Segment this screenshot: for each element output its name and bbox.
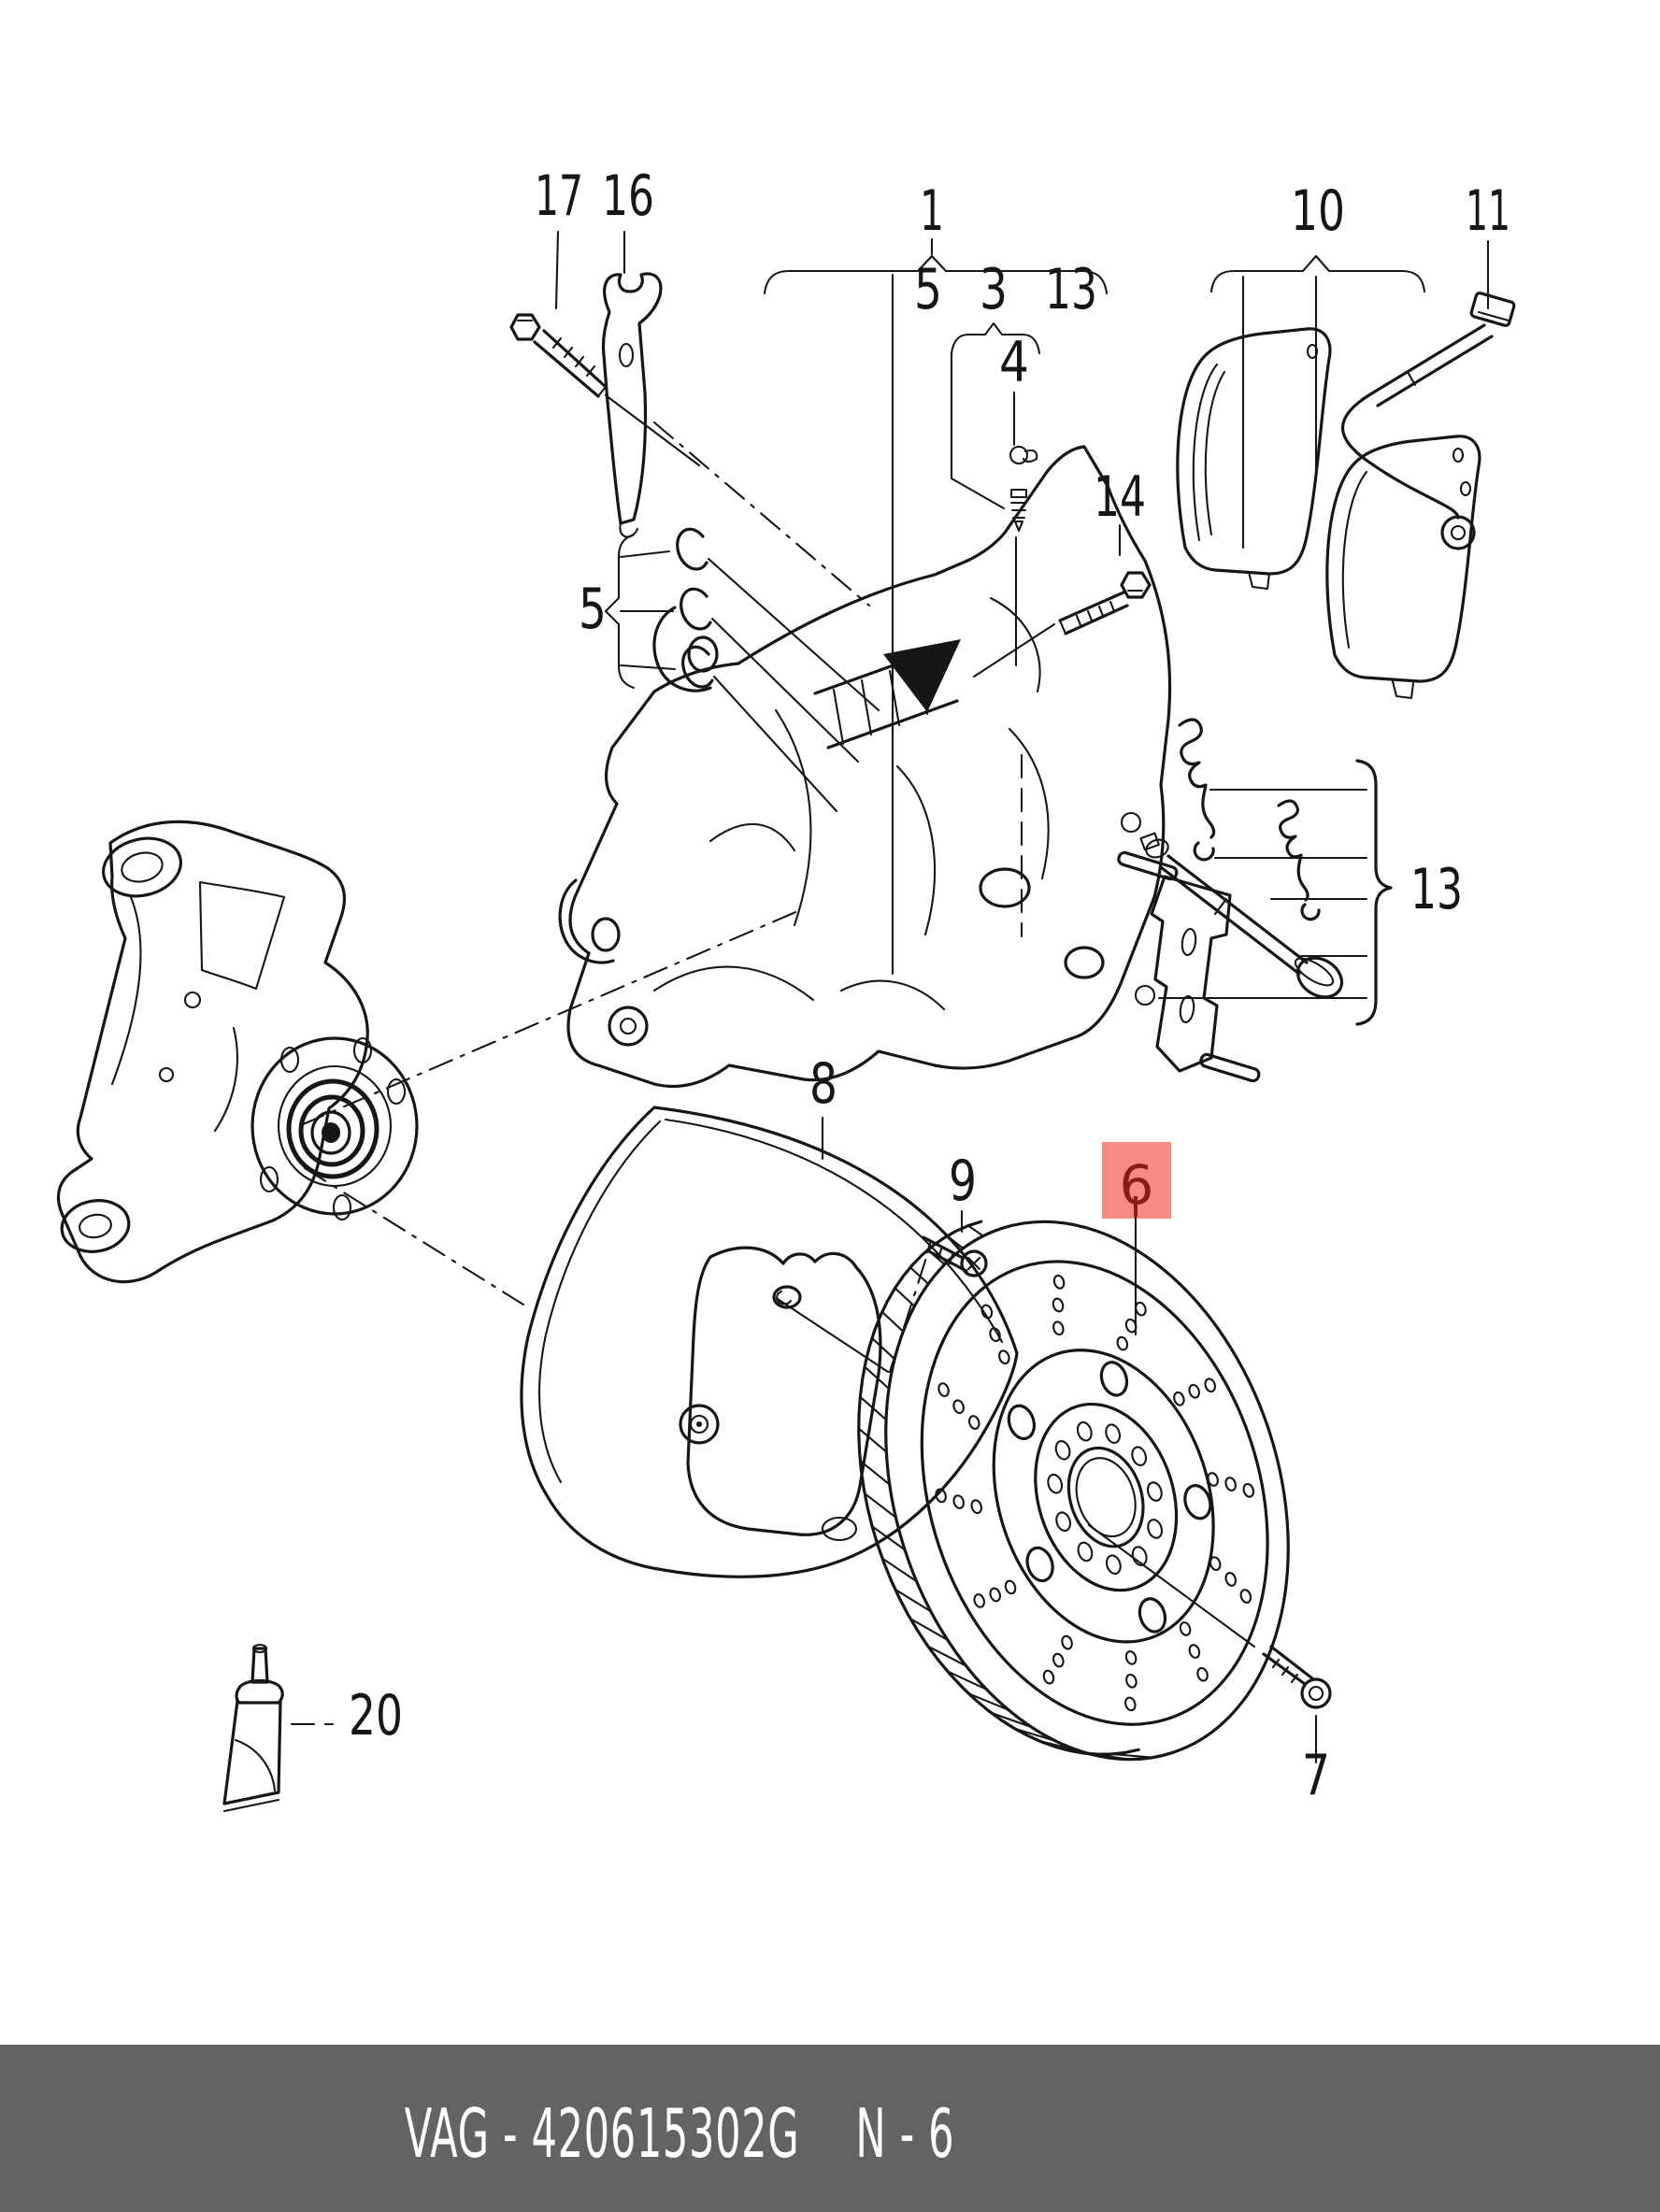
- callout-1[interactable]: 1: [920, 178, 944, 244]
- retaining-bracket-16: [601, 272, 663, 538]
- callout-13-group[interactable]: 13: [1045, 257, 1097, 322]
- exploded-diagram: 6 17 16 1 5 3 13 4 14 10 11 13 5 8 9 7 2…: [56, 164, 1516, 1813]
- brake-caliper: [558, 445, 1172, 1088]
- callout-9[interactable]: 9: [949, 1149, 977, 1214]
- splash-shield: [520, 1106, 1019, 1578]
- callout-6[interactable]: 6: [1120, 1153, 1154, 1217]
- wear-sensor: [1341, 292, 1516, 550]
- brake-pads: [1176, 327, 1481, 700]
- callout-11[interactable]: 11: [1466, 178, 1510, 244]
- callout-labels: 6 17 16 1 5 3 13 4 14 10 11 13 5 8 9 7 2…: [349, 164, 1510, 1808]
- callout-17[interactable]: 17: [535, 164, 583, 229]
- callout-14[interactable]: 14: [1094, 464, 1146, 530]
- callout-7[interactable]: 7: [1302, 1743, 1330, 1808]
- disc-screw-7: [1262, 1645, 1332, 1709]
- disc-holes: [935, 1274, 1255, 1712]
- callout-13-kit[interactable]: 13: [1410, 857, 1463, 922]
- callout-4[interactable]: 4: [999, 330, 1029, 395]
- caliper-bolt-14: [1058, 571, 1152, 635]
- callout-5-rings[interactable]: 5: [579, 577, 607, 642]
- callout-3[interactable]: 3: [980, 257, 1008, 322]
- callout-10[interactable]: 10: [1291, 178, 1345, 244]
- brake-disc: [857, 1220, 1290, 1762]
- fitting-kit-13: [1117, 718, 1344, 1083]
- callout-5-group[interactable]: 5: [914, 257, 942, 322]
- seal-rings-5: [676, 527, 714, 689]
- footer-bar: VAG - 420615302G N - 6: [0, 2045, 1660, 2212]
- bracket-bolt-17: [509, 313, 608, 398]
- steering-knuckle: [56, 820, 419, 1284]
- footer-text: VAG - 420615302G N - 6: [181, 2045, 1178, 2212]
- leader-lines: [290, 230, 1490, 1764]
- callout-16[interactable]: 16: [602, 164, 654, 229]
- grease-tube-20: [222, 1643, 284, 1813]
- part-number: VAG - 420615302G: [404, 2093, 800, 2173]
- bleeder-valve-4: [1009, 445, 1038, 533]
- callout-20[interactable]: 20: [349, 1683, 403, 1748]
- callout-8[interactable]: 8: [809, 1051, 837, 1117]
- wheel-hub: [250, 1036, 419, 1221]
- page-ref: N - 6: [855, 2093, 955, 2173]
